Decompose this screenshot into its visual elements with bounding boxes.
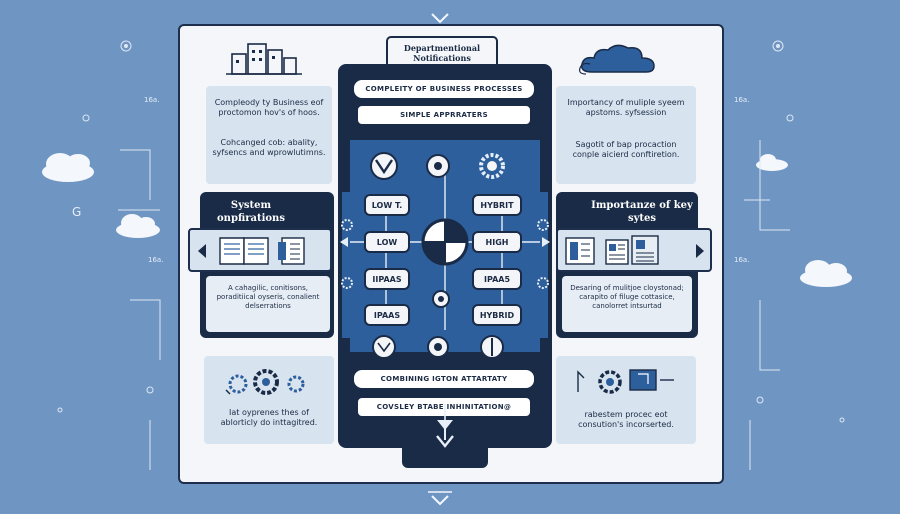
- file-icon: [605, 239, 629, 265]
- panel-icons: [565, 235, 704, 265]
- target-icon: [427, 336, 449, 358]
- bottom-indicators: [372, 335, 504, 359]
- inhibitation-bar: COVSLEY BTABE INHINITATION@: [356, 396, 532, 418]
- cloud-icon: [800, 260, 852, 287]
- right-bottom-panel: [556, 356, 696, 444]
- level-node-right: IPAA5: [472, 268, 522, 290]
- arrow-down-circle-icon: [372, 335, 396, 359]
- document-icons: [198, 237, 305, 265]
- arrow-left-icon: [198, 244, 206, 258]
- buildings-icon: [226, 43, 302, 75]
- level-node-left: LOW T.: [364, 194, 410, 216]
- gear-icon: [537, 277, 549, 289]
- center-connectors: [340, 170, 550, 430]
- right-mid-title: Importanze of key sytes: [591, 200, 693, 224]
- book-icon: [219, 237, 269, 265]
- gear-icon: [537, 219, 549, 231]
- arrow-left-icon: [340, 237, 348, 247]
- chart-icon: [565, 237, 595, 265]
- document-icon: [278, 237, 305, 265]
- cloud-icon: [42, 153, 94, 182]
- half-circle-icon: [480, 335, 504, 359]
- complexity-bar: COMPLEITY OF BUSINESS PROCESSES: [352, 78, 536, 100]
- document-icon: [631, 235, 659, 265]
- right-mid-text-panel: [562, 276, 692, 332]
- svg-text:G: G: [72, 205, 81, 219]
- level-node-right: HYBRIT: [472, 194, 522, 216]
- right-mid-text: Desaring of mulitjoe cloystonad; carapit…: [570, 284, 684, 310]
- right-top-text: Importancy of muliple syeem apstoms. syf…: [567, 98, 685, 117]
- level-node-left: IPAAS: [364, 304, 410, 326]
- level-node-right: HYBRID: [472, 304, 522, 326]
- arrow-right-icon: [542, 237, 550, 247]
- cloud-icon: [756, 154, 788, 171]
- combining-bar: COMBINING IGTON ATTARTATY: [352, 368, 536, 390]
- gear-icon: [341, 219, 353, 231]
- simple-approaches-bar: SIMPLE APPRRATERS: [356, 104, 532, 126]
- left-mid-text: A cahagilic, conitisons, poraditiical oy…: [216, 284, 320, 310]
- left-bottom-text: Iat oyprenes thes of ablorticly do intta…: [220, 408, 318, 427]
- level-node-left: IIPAAS: [364, 268, 410, 290]
- side-label: 16a.: [734, 256, 750, 264]
- cloud-icon: [579, 44, 655, 75]
- gears-icon: [225, 369, 305, 395]
- side-label: 16a.: [148, 256, 164, 264]
- gear-icon: [341, 277, 353, 289]
- gear-icon: [479, 153, 505, 179]
- right-bottom-text: rabestem procec eot consution's incorser…: [578, 410, 674, 429]
- check-circle-icon: [370, 152, 398, 180]
- left-mid-text-panel: [206, 276, 330, 332]
- level-node-right: HIGH: [472, 231, 522, 253]
- cloud-icon: [116, 214, 160, 238]
- target-icon: [426, 154, 450, 178]
- level-node-left: LOW: [364, 231, 410, 253]
- left-top-text: Cohcanged cob: abality, syfsencs and wpr…: [212, 138, 326, 157]
- left-mid-title: System onpfirations: [217, 200, 285, 224]
- right-top-text: Sagotit of bap procaction conple aicierd…: [572, 140, 680, 159]
- hub-icon: [421, 218, 469, 266]
- header-title: Departmentional Notifications: [403, 43, 481, 63]
- right-top-panel: [556, 86, 696, 184]
- top-indicators: [370, 152, 505, 180]
- side-label: 16a.: [144, 96, 160, 104]
- arrow-down-icon: [436, 424, 454, 448]
- left-top-panel: [206, 86, 332, 184]
- target-icon: [432, 290, 450, 308]
- bottom-tab: [402, 446, 488, 468]
- side-label: 16a.: [734, 96, 750, 104]
- process-icon: [577, 369, 674, 394]
- left-top-text: Compleody ty Business eof proctomon hov'…: [214, 98, 324, 117]
- arrow-right-icon: [696, 244, 704, 258]
